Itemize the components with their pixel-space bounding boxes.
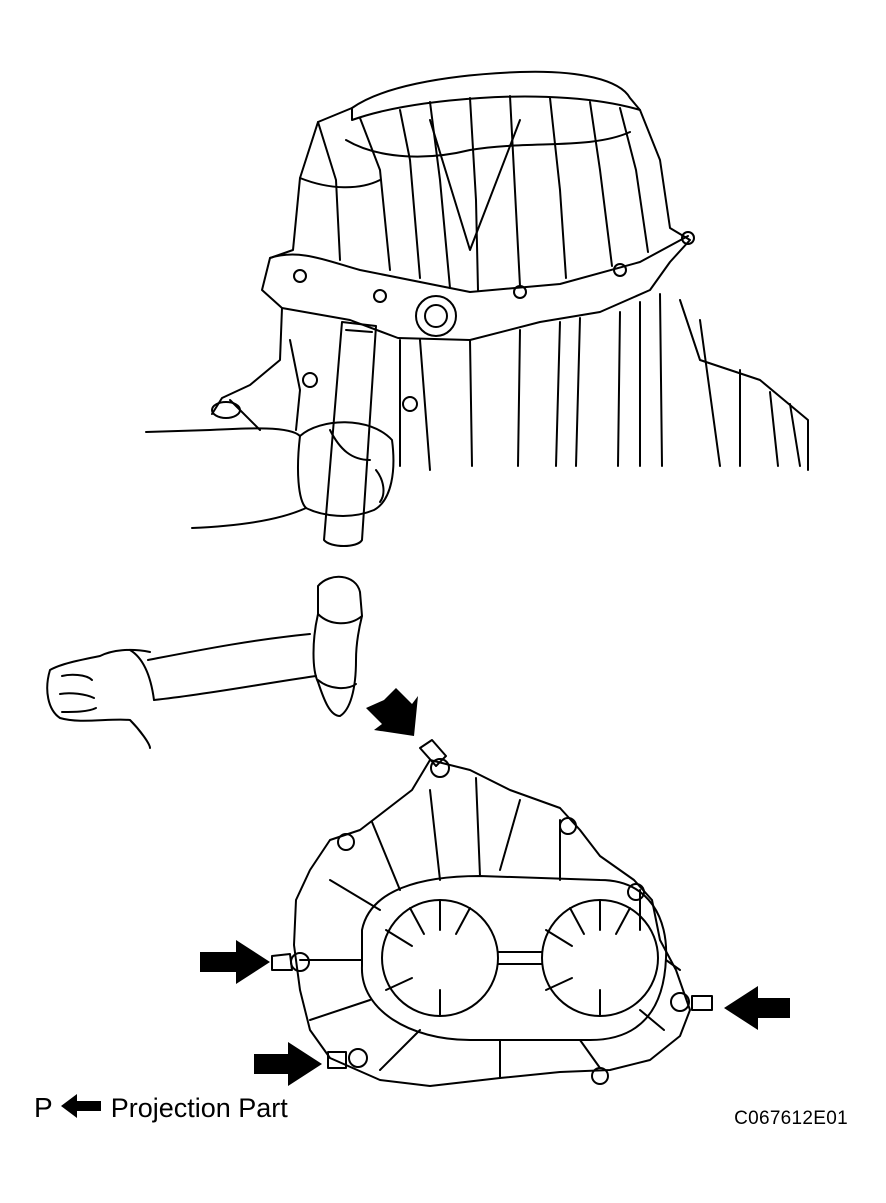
left-arrow-icon — [60, 1093, 101, 1123]
projection-arrows — [200, 688, 790, 1086]
transmission-housing — [261, 70, 695, 341]
arrow-pointer-left-lower — [254, 1042, 322, 1086]
legend-text: Projection Part — [110, 1092, 288, 1123]
hammer — [46, 576, 363, 749]
figure-code: C067612E01 — [734, 1108, 848, 1129]
case-detail — [271, 739, 713, 1087]
arrow-pointer-top — [366, 688, 418, 736]
arm-with-punch — [145, 321, 395, 547]
transmission-lower-case — [211, 293, 809, 471]
arrow-pointer-right — [724, 986, 790, 1030]
legend: P Projection Part — [34, 1088, 288, 1128]
legend-letter: P — [34, 1092, 53, 1123]
arrow-pointer-left-upper — [200, 940, 270, 984]
